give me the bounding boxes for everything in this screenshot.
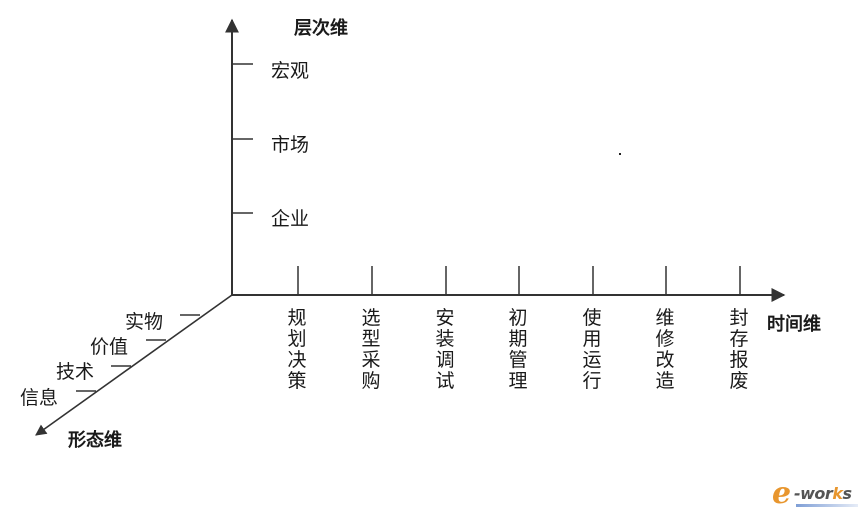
diagonal-tick-label: 价值 [90, 336, 129, 358]
logo-wor: wor [800, 484, 833, 503]
horizontal-tick-label: 初期管理 [508, 307, 528, 392]
logo-e: e [772, 476, 792, 511]
vertical-tick-label: 企业 [271, 208, 310, 230]
diagonal-axis-line [35, 294, 233, 436]
horizontal-tick-label: 规划决策 [287, 307, 307, 392]
logo-dash: - [794, 484, 801, 503]
horizontal-tick-label: 维修改造 [655, 307, 675, 392]
horizontal-tick-label: 选型采购 [361, 307, 381, 392]
diagonal-tick-label: 信息 [20, 387, 59, 409]
eworks-logo: e -works [772, 476, 862, 511]
horizontal-tick-label: 安装调试 [435, 307, 455, 392]
logo-underline [796, 504, 858, 507]
horizontal-tick-label: 封存报废 [729, 307, 749, 392]
horizontal-tick-label: 使用运行 [582, 307, 602, 392]
diagonal-axis-title: 形态维 [68, 430, 122, 451]
horizontal-axis-title: 时间维 [767, 314, 821, 335]
stray-dot [619, 153, 621, 155]
logo-k: k [832, 484, 843, 503]
diagonal-tick-label: 实物 [125, 311, 164, 333]
vertical-tick-label: 宏观 [271, 60, 310, 82]
vertical-tick-label: 市场 [271, 134, 310, 156]
vertical-axis-title: 层次维 [294, 18, 348, 39]
diagonal-tick-label: 技术 [56, 361, 95, 383]
logo-text: -works [794, 484, 852, 503]
logo-s: s [842, 484, 852, 503]
